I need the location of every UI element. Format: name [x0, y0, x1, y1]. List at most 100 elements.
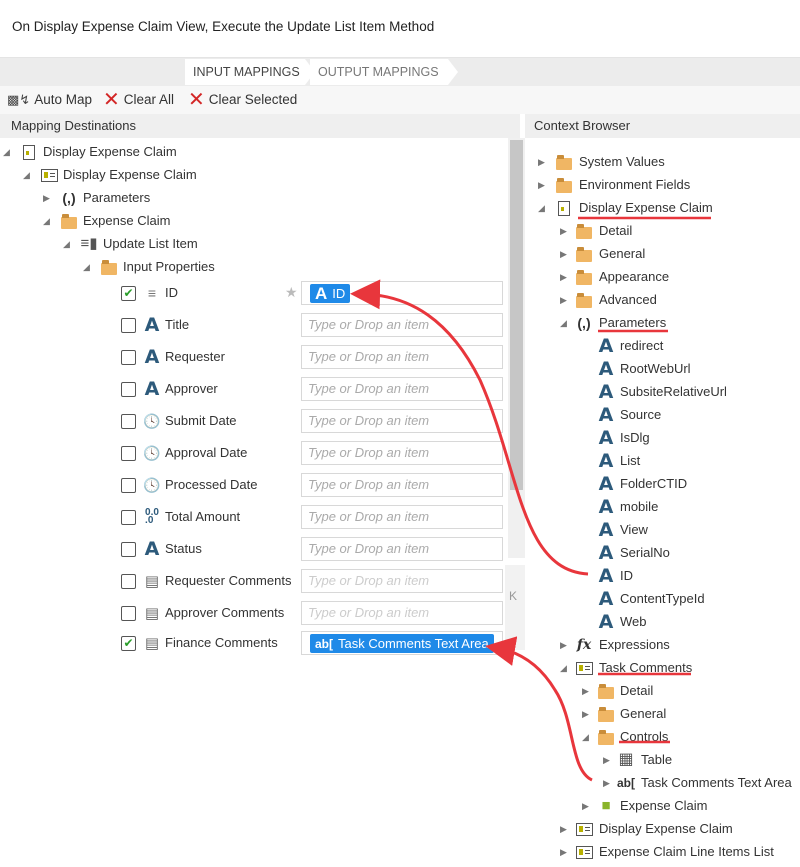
property-value-input[interactable]: Type or Drop an item [301, 601, 503, 625]
expand-right-icon[interactable]: ▶ [560, 640, 567, 650]
expand-down-icon[interactable]: ◢ [560, 663, 567, 673]
tree-item[interactable]: ▶Detail [0, 681, 800, 701]
tree-item[interactable]: ▶Expense Claim Line Items List [0, 842, 800, 862]
auto-map-button[interactable]: ▩↯ Auto Map [7, 91, 92, 109]
expand-right-icon[interactable]: ▶ [560, 226, 567, 236]
expand-right-icon[interactable]: ▶ [560, 847, 567, 857]
expand-down-icon[interactable]: ◢ [63, 239, 70, 249]
view-icon [575, 820, 593, 838]
property-checkbox[interactable] [121, 574, 136, 589]
expand-down-icon[interactable]: ◢ [582, 732, 589, 742]
parameters-icon: (,) [62, 190, 76, 206]
expand-right-icon[interactable]: ▶ [582, 709, 589, 719]
clear-all-button[interactable]: ✕ Clear All [103, 90, 174, 110]
property-checkbox[interactable] [121, 350, 136, 365]
folder-icon [597, 705, 615, 723]
tree-item-label: Detail [599, 223, 633, 238]
tab-output-mappings[interactable]: OUTPUT MAPPINGS [310, 59, 458, 85]
tree-item[interactable]: ▶ Detail [0, 221, 800, 241]
tree-item[interactable]: ▶Environment Fields [0, 175, 800, 195]
property-checkbox[interactable] [121, 606, 136, 621]
context-browser-header: Context Browser [525, 114, 800, 138]
tree-item[interactable]: ▶■Expense Claim [0, 796, 800, 816]
tree-item-label: Expressions [599, 637, 670, 652]
expand-down-icon[interactable]: ◢ [560, 318, 567, 328]
expand-right-icon[interactable]: ▶ [538, 180, 545, 190]
tree-item[interactable]: ◢Display Expense Claim [0, 142, 800, 162]
tree-item-label: General [620, 706, 667, 721]
expand-down-icon[interactable]: ◢ [538, 203, 545, 213]
tree-item-label: Parameters [599, 315, 667, 330]
tree-item[interactable]: ▶▦Table [0, 750, 800, 770]
expand-right-icon[interactable]: ▶ [582, 801, 589, 811]
tab-input-mappings[interactable]: INPUT MAPPINGS [185, 59, 315, 85]
expand-down-icon[interactable]: ◢ [43, 216, 50, 226]
tree-item[interactable]: ▶Appearance [0, 267, 800, 287]
property-checkbox[interactable]: ✔ [121, 286, 136, 301]
property-checkbox[interactable] [121, 510, 136, 525]
tree-item-label: SerialNo [620, 545, 670, 560]
expand-right-icon[interactable]: ▶ [603, 778, 610, 788]
folder-icon [575, 222, 593, 240]
property-checkbox[interactable] [121, 318, 136, 333]
tree-item[interactable]: ◢Input Properties [0, 257, 800, 277]
expand-right-icon[interactable]: ▶ [560, 272, 567, 282]
clear-selected-button[interactable]: ✕ Clear Selected [188, 90, 297, 110]
tree-item[interactable]: ▶ab[Task Comments Text Area [0, 773, 800, 793]
expand-right-icon[interactable]: ▶ [582, 686, 589, 696]
tree-item[interactable]: ▶ General [0, 244, 800, 264]
expand-right-icon[interactable]: ▶ [560, 249, 567, 259]
tree-item[interactable]: ▶System Values [0, 152, 800, 172]
expand-down-icon[interactable]: ◢ [83, 262, 90, 272]
tree-item[interactable]: ◢Display Expense Claim [0, 198, 800, 218]
expand-right-icon[interactable]: ▶ [603, 755, 610, 765]
tree-item[interactable]: ◢Display Expense Claim [0, 165, 800, 185]
property-checkbox[interactable] [121, 414, 136, 429]
property-checkbox[interactable] [121, 382, 136, 397]
tree-item-label: ContentTypeId [620, 591, 705, 606]
tree-item[interactable]: ◢Controls [0, 727, 800, 747]
tree-item-label: Parameters [83, 190, 151, 205]
expand-right-icon[interactable]: ▶ [43, 193, 50, 203]
expand-right-icon[interactable]: ▶ [538, 157, 545, 167]
text-icon: A [598, 473, 614, 495]
tree-item-label: IsDlg [620, 430, 650, 445]
expand-right-icon[interactable]: ▶ [560, 295, 567, 305]
tree-item[interactable]: ▶ (,) Parameters [0, 188, 800, 208]
expand-right-icon[interactable]: ▶ [560, 824, 567, 834]
property-checkbox[interactable]: ✔ [121, 636, 136, 651]
tree-item[interactable]: ▶ General [0, 704, 800, 724]
property-value-input[interactable]: ab[Task Comments Text Area [301, 631, 503, 655]
property-checkbox[interactable] [121, 542, 136, 557]
tree-item[interactable]: ◢(,)Parameters [0, 313, 800, 333]
tree-item[interactable]: ▶Display Expense Claim [0, 819, 800, 839]
text-icon: A [598, 519, 614, 541]
property-checkbox[interactable] [121, 478, 136, 493]
tree-item[interactable]: ◢Expense Claim [0, 211, 800, 231]
tree-item-label: General [599, 246, 646, 261]
tree-item[interactable]: ◢Task Comments [0, 658, 800, 678]
tree-item-label: mobile [620, 499, 659, 514]
expand-down-icon[interactable]: ◢ [3, 147, 10, 157]
tree-item[interactable]: ◢≡▮Update List Item [0, 234, 800, 254]
expand-down-icon[interactable]: ◢ [23, 170, 30, 180]
tree-item[interactable]: ▶Advanced [0, 290, 800, 310]
required-star-icon: ★ [285, 284, 298, 300]
property-checkbox[interactable] [121, 446, 136, 461]
mapped-value-chip[interactable]: ab[Task Comments Text Area [310, 634, 494, 653]
